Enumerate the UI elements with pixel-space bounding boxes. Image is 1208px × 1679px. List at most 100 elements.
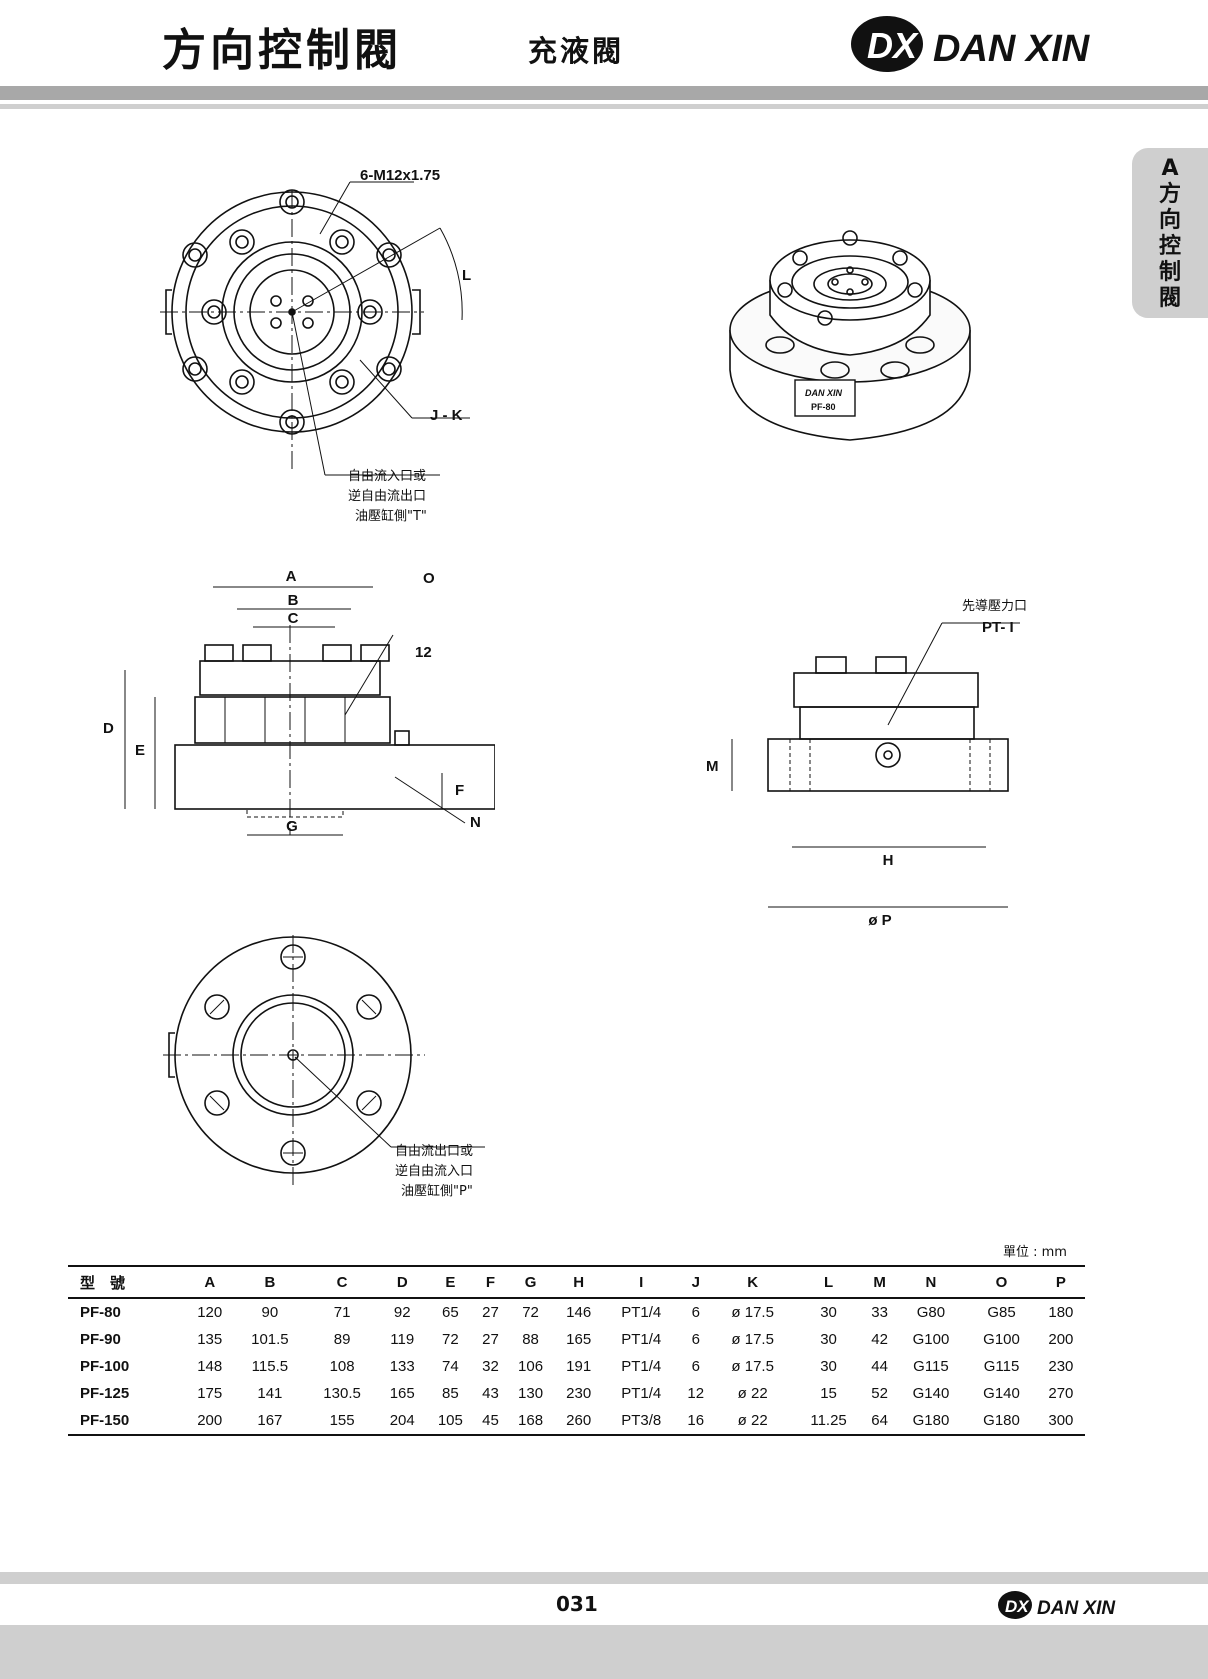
brand-name: DAN XIN: [933, 28, 1091, 70]
logo-oval-icon: [998, 1591, 1032, 1619]
spec-table: 型 號 A B C D E F G H I J K L M N O P PF-8…: [68, 1265, 1085, 1436]
value-cell: PT1/4: [621, 1385, 662, 1402]
bottom-view-drawing: 自由流出口或 逆自由流入口 油壓缸側"P": [163, 935, 485, 1199]
port-note-line: 油壓缸側"P": [401, 1183, 473, 1199]
logo-mark: DX: [1005, 1597, 1030, 1616]
value-cell: 6: [691, 1304, 700, 1321]
value-cell: 108: [329, 1358, 355, 1375]
dim-b: B: [288, 592, 299, 609]
value-cell: 300: [1048, 1412, 1074, 1429]
col-header: H: [573, 1274, 585, 1291]
value-cell: 30: [820, 1358, 837, 1375]
value-cell: 115.5: [251, 1358, 289, 1375]
value-cell: 191: [566, 1358, 592, 1375]
value-cell: 30: [820, 1331, 837, 1348]
value-cell: PT3/8: [621, 1412, 662, 1429]
value-cell: 6: [691, 1358, 700, 1375]
header-bar: [0, 86, 1208, 100]
value-cell: G180: [983, 1412, 1020, 1429]
brand-logo: DX DAN XIN: [851, 16, 1091, 72]
pilot-port-label: 先導壓力口: [962, 599, 1027, 614]
header-bar-thin: [0, 104, 1208, 109]
col-header: C: [336, 1274, 348, 1291]
value-cell: 64: [871, 1412, 888, 1429]
value-cell: ø 17.5: [731, 1331, 774, 1348]
value-cell: 16: [687, 1412, 705, 1429]
tab-char: 制: [1158, 260, 1181, 285]
col-header: D: [396, 1274, 408, 1291]
dim-12: 12: [415, 644, 432, 661]
table-header-row: 型 號 A B C D E F G H I J K L M N O P: [68, 1266, 1085, 1298]
value-cell: G115: [983, 1358, 1020, 1375]
top-view-drawing: 6-M12x1.75 L J - K 自由流入口或 逆自由流出口 油壓缸側"T": [160, 170, 471, 524]
value-cell: ø 17.5: [731, 1358, 774, 1375]
col-header: E: [445, 1274, 456, 1291]
dim-m: M: [706, 758, 719, 775]
model-cell: PF-150: [80, 1412, 130, 1429]
col-header: F: [485, 1274, 496, 1291]
value-cell: 119: [390, 1331, 415, 1348]
jk-label: J - K: [430, 407, 463, 424]
value-cell: 270: [1048, 1385, 1074, 1402]
port-note-line: 逆自由流入口: [395, 1163, 473, 1179]
footer-logo: DX DAN XIN: [998, 1591, 1116, 1619]
col-header: A: [204, 1274, 216, 1291]
value-cell: 167: [257, 1412, 283, 1429]
dim-p: ø P: [868, 912, 891, 929]
value-cell: 33: [871, 1304, 888, 1321]
value-cell: 148: [197, 1358, 223, 1375]
value-cell: 230: [566, 1385, 592, 1402]
value-cell: 230: [1048, 1358, 1074, 1375]
value-cell: 155: [329, 1412, 355, 1429]
value-cell: 168: [518, 1412, 544, 1429]
value-cell: ø 17.5: [731, 1304, 774, 1321]
footer-bar: [0, 1625, 1208, 1679]
col-header: P: [1055, 1274, 1066, 1291]
value-cell: ø 22: [737, 1412, 768, 1429]
value-cell: 27: [482, 1304, 499, 1321]
dim-e: E: [135, 742, 145, 759]
footer-brand: DAN XIN: [1037, 1598, 1116, 1619]
value-cell: 141: [257, 1385, 283, 1402]
value-cell: 74: [442, 1358, 459, 1375]
value-cell: G100: [912, 1331, 950, 1348]
value-cell: 106: [518, 1358, 544, 1375]
isometric-view-drawing: DAN XIN PF-80: [729, 230, 971, 441]
value-cell: 52: [871, 1385, 888, 1402]
tab-char: A: [1161, 156, 1179, 181]
value-cell: 165: [566, 1331, 592, 1348]
value-cell: PT1/4: [621, 1331, 662, 1348]
page-title: 方向控制閥: [162, 25, 402, 76]
value-cell: G140: [912, 1385, 950, 1402]
dim-c: C: [288, 610, 299, 627]
value-cell: 44: [871, 1358, 888, 1375]
value-cell: 65: [442, 1304, 459, 1321]
footer-bar-thin: [0, 1572, 1208, 1584]
value-cell: G80: [916, 1304, 946, 1321]
col-header: J: [691, 1274, 700, 1291]
value-cell: 105: [437, 1412, 463, 1429]
value-cell: G100: [983, 1331, 1020, 1348]
tab-char: 方: [1158, 182, 1181, 207]
model-cell: PF-80: [80, 1304, 121, 1321]
col-header: M: [873, 1274, 886, 1291]
value-cell: G85: [987, 1304, 1016, 1321]
value-cell: 101.5: [251, 1331, 289, 1348]
value-cell: 27: [482, 1331, 499, 1348]
value-cell: 43: [482, 1385, 499, 1402]
value-cell: 120: [197, 1304, 223, 1321]
value-cell: 89: [333, 1331, 351, 1348]
dim-n: N: [470, 814, 481, 831]
value-cell: 135: [197, 1331, 223, 1348]
port-note-line: 自由流入口或: [348, 469, 426, 484]
value-cell: 85: [442, 1385, 459, 1402]
value-cell: 133: [389, 1358, 415, 1375]
value-cell: 90: [261, 1304, 279, 1321]
value-cell: 71: [333, 1304, 351, 1321]
tab-char: 閥: [1158, 286, 1181, 311]
port-note-line: 油壓缸側"T": [355, 508, 427, 524]
port-note-line: 自由流出口或: [395, 1144, 473, 1159]
